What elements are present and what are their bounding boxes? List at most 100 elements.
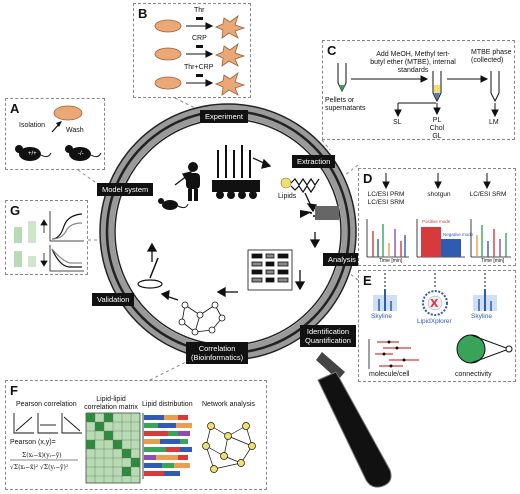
panel-g-letter: G: [10, 203, 21, 218]
pipette-plate-icon: [212, 145, 260, 199]
skyline-right-icon: [473, 289, 497, 311]
panel-c: C Add MeOH, Methyl tert-butyl ether (MTB…: [322, 40, 515, 140]
skyline-right-label: Skyline: [471, 313, 492, 320]
panel-e-art: X: [368, 273, 513, 369]
molecule-cell-plot: [368, 339, 419, 369]
stage-extraction: Extraction: [292, 155, 336, 168]
chromatogram-2: [416, 219, 465, 258]
matrix-title-line1: Lipid-lipid: [96, 396, 126, 403]
skyline-left-icon: [373, 289, 397, 311]
gl-label: GL: [432, 133, 442, 140]
network-icon: [178, 301, 226, 336]
thr-crp-label: Thr+CRP: [184, 64, 214, 71]
source-label: Pellets or supernatants: [325, 97, 366, 112]
lc-esi-srm-right-label: LC/ESI SRM: [469, 191, 507, 198]
panel-c-art: [337, 63, 500, 118]
matrix-title-line2: correlation matrix: [84, 404, 138, 411]
stage-validation: Validation: [92, 293, 135, 306]
stage-analysis: Analysis: [323, 253, 361, 266]
panel-d-art: [366, 173, 511, 258]
chromatogram-3: [470, 219, 511, 258]
panel-f-letter: F: [10, 383, 18, 398]
formula-label: Pearson (x,y)=: [10, 439, 56, 446]
genotype-ko: -/-: [78, 151, 84, 157]
stage-identification-label: Identification: [306, 327, 349, 336]
negative-mode-label: Negative mode: [443, 232, 474, 237]
petri-dish-icon: [137, 257, 163, 289]
svg-text:X: X: [430, 297, 439, 310]
stage-identification-quantification: Identification Quantification: [300, 325, 356, 347]
validation-curves: [49, 211, 84, 272]
lc-esi-srm-label: LC/ESI SRM: [367, 199, 405, 206]
panel-a-letter: A: [10, 101, 20, 116]
panel-f: F Pearson correlation Lipid-lipid correl…: [5, 380, 267, 490]
positive-mode-label: Positive mode: [422, 219, 451, 224]
lipid-distribution-bars: [142, 413, 192, 479]
chromatogram-1: [366, 219, 409, 258]
panel-d-letter: D: [363, 171, 373, 186]
svg-text:√Σ(xᵢ−x̄)² √Σ(yᵢ−ȳ)²: √Σ(xᵢ−x̄)² √Σ(yᵢ−ȳ)²: [10, 464, 69, 471]
mouse-ko-icon: [65, 145, 102, 161]
panel-b-letter: B: [138, 6, 148, 21]
panel-c-letter: C: [327, 43, 337, 58]
pearson-formula: Σ(xᵢ−x̄)(yᵢ−ȳ) √Σ(xᵢ−x̄)² √Σ(yᵢ−ȳ)²: [10, 452, 78, 471]
thr-label: Thr: [194, 7, 205, 14]
time-axis-label-3: Time [min]: [481, 258, 505, 264]
svg-text:Σ(xᵢ−x̄)(yᵢ−ȳ): Σ(xᵢ−x̄)(yᵢ−ȳ): [22, 452, 62, 459]
lipid-molecule-icon: [280, 177, 320, 194]
panel-e-letter: E: [363, 273, 372, 288]
activation-arrows: [186, 22, 214, 87]
isolation-label: Isolation: [19, 122, 46, 129]
stage-bioinformatics-label: (Bioinformatics): [191, 353, 244, 362]
panel-g-art: [14, 211, 84, 272]
wash-label: Wash: [66, 127, 84, 134]
panel-e: E X: [358, 270, 516, 382]
lc-esi-prm-label: LC/ESI PRM: [367, 191, 405, 198]
connectivity-icon: [456, 334, 513, 364]
lipidxplorer-label: LipidXplorer: [417, 318, 452, 325]
mtbe-phase-label: MTBE phase (collected): [471, 49, 512, 64]
panel-g: G: [5, 200, 88, 275]
model-organism-icon: [158, 162, 200, 210]
sl-label: SL: [393, 119, 402, 126]
chol-label: Chol: [429, 125, 445, 132]
magnifier-handle: [316, 352, 392, 488]
molecule-cell-label: molecule/cell: [369, 371, 410, 378]
shotgun-label: shotgun: [427, 191, 451, 198]
connectivity-label: connectivity: [455, 371, 492, 378]
stage-quantification-label: Quantification: [305, 336, 351, 345]
lens-glass: [114, 118, 342, 346]
activated-platelets: [214, 14, 246, 96]
panel-f-art: Σ(xᵢ−x̄)(yᵢ−ȳ) √Σ(xᵢ−x̄)² √Σ(yᵢ−ȳ)²: [10, 412, 256, 484]
collection-tube-icon: [490, 71, 500, 103]
time-axis-label-1: Time [min]: [379, 258, 403, 264]
network-title: Network analysis: [202, 401, 255, 408]
panel-b-art: [154, 14, 246, 96]
platelet-icon: [53, 105, 83, 121]
genotype-wt: +/+: [28, 151, 37, 157]
resting-platelets: [154, 19, 182, 90]
panel-b: B Thr CRP Thr+CRP: [133, 3, 251, 98]
distribution-title: Lipid distribution: [142, 401, 193, 408]
stage-model-system: Model system: [97, 183, 154, 196]
panel-a-art: [15, 105, 102, 161]
network-analysis-graph: [202, 422, 256, 473]
stage-correlation: Correlation (Bioinformatics): [186, 342, 249, 364]
validation-bars: [14, 221, 36, 267]
data-table-icon: [247, 249, 293, 291]
pl-label: PL: [432, 117, 442, 124]
extraction-tube-icon: [432, 71, 442, 103]
panel-d: D LC/ESI PRM LC/ESI SRM shot: [358, 168, 516, 266]
syringe-icons: [196, 17, 203, 77]
extraction-step-text: Add MeOH, Methyl tert-butyl ether (MTBE)…: [370, 51, 456, 74]
lipidxplorer-icon: X: [422, 290, 448, 316]
pearson-title: Pearson correlation: [16, 401, 77, 408]
mass-spec-icon: [300, 206, 339, 220]
crp-label: CRP: [192, 35, 207, 42]
lipids-label: Lipids: [278, 193, 297, 200]
correlation-matrix: [85, 412, 141, 484]
stage-experiment: Experiment: [200, 110, 248, 123]
lm-label: LM: [489, 119, 499, 126]
pearson-mini-plots: [13, 413, 82, 434]
mouse-wt-icon: [15, 145, 52, 161]
